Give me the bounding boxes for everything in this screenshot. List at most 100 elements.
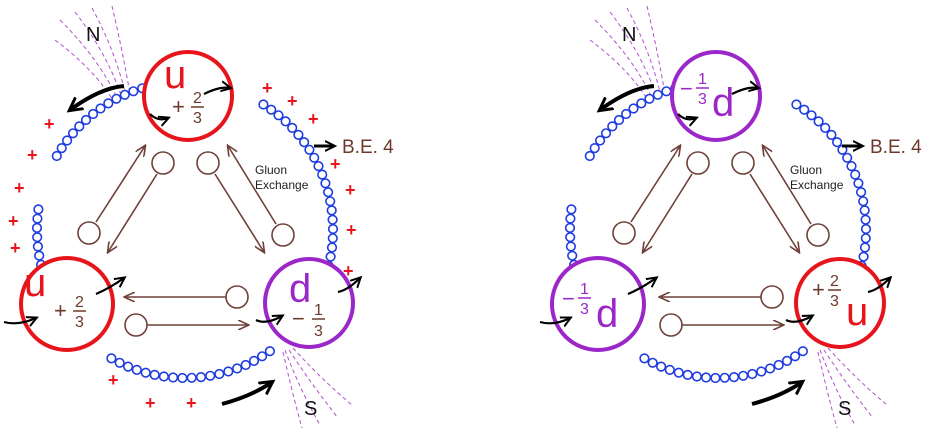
chain-bead [131,364,142,376]
gluon-arrow [95,146,145,223]
plus-sign: + [14,178,25,198]
quark-circle-top [142,50,234,142]
chain-bead [781,355,793,367]
chain-bead [820,122,831,133]
gluon-label: Exchange [790,178,844,192]
gluon-ball [612,221,636,245]
gluon-label: Exchange [255,178,309,192]
chain-bead [853,178,864,189]
gluon-arrow [643,173,693,252]
chain-bead [106,353,117,364]
chain-bead [67,128,79,139]
neutron-diagram: Gluon Exchange − 1 3 d − 1 3 d + 2 3 u [539,5,922,429]
plus-sign: + [330,154,341,174]
charge-sign: − [680,76,693,101]
chain-bead [799,104,810,115]
chain-bead [673,367,684,378]
quark-letter: d [289,267,311,311]
chain-bead [565,241,577,252]
chain-bead [304,144,315,155]
gluon-arrow [763,146,812,225]
plus-sign: + [262,78,273,98]
chain-bead [806,110,817,121]
gluon-arrow [228,146,277,225]
gluon-ball [731,151,755,175]
chain-bead [140,367,151,378]
spin-arrow [539,318,570,323]
chain-bead [846,161,857,172]
chain-bead [32,241,44,252]
north-label: N [622,24,636,46]
chain-bead [266,104,277,115]
chain-bead [326,242,338,253]
chain-bead [565,213,576,224]
north-label: N [86,24,100,46]
spin-arrow [627,278,656,296]
chain-bead [205,370,216,381]
quark-letter: u [846,290,868,334]
plus-sign: + [308,109,319,129]
chain-bead [858,251,869,262]
chain-bead [287,122,298,133]
chain-bead [567,250,578,261]
quark-circle-bottom-right [794,257,886,349]
plus-sign: + [186,393,197,413]
gluon-arrow [630,146,680,223]
chain-bead [691,371,703,382]
chain-bead [791,99,802,110]
chain-bead [647,357,658,368]
chain-bead [32,213,43,224]
gluon-ball [806,223,830,247]
rotation-arrow-top [70,84,125,110]
chain-bead [103,98,114,109]
chain-bead [700,372,712,383]
charge-denominator: 3 [830,293,839,310]
rotation-arrow-bottom [221,382,272,406]
chain-bead [566,204,577,215]
chain-bead [613,114,625,126]
chain-bead [789,351,801,362]
spin-arrow [731,88,758,95]
spin-arrow [337,278,360,294]
charge-denominator: 3 [314,323,323,340]
chain-bead [74,121,85,132]
chain-bead [850,169,861,180]
chain-bead [158,371,169,382]
chain-bead [128,86,139,97]
gluon-label: Gluon [790,163,822,177]
chain-bead [258,99,269,110]
chain-bead [293,129,304,140]
plus-sign: + [27,145,38,165]
spin-arrows [539,88,890,324]
chain-bead [240,359,251,371]
spin-arrow [3,318,36,323]
charge-denominator: 3 [193,110,202,127]
chain-bead [664,364,675,376]
spin-arrow [255,316,282,322]
chain-bead [719,372,730,383]
plus-signs: + + + + + + + + + + + + + + + [8,78,357,413]
charge-sign: − [562,286,575,311]
gluon-arrow [749,173,799,252]
chain-bead [860,233,871,244]
chain-bead [195,372,207,383]
spin-arrow [203,88,230,95]
chain-bead [325,196,336,207]
gluon-exchange-arrows [612,146,830,337]
chain-bead [747,368,758,380]
chain-bead [34,250,45,261]
gluon-arrow [214,173,264,252]
chain-bead [564,222,576,233]
spin-arrows [3,88,360,324]
chain-bead [661,86,672,97]
chain-bead [831,137,843,148]
spin-arrow [95,278,124,296]
chain-bead [186,372,197,383]
plus-sign: + [44,114,55,134]
south-label: S [838,398,851,420]
chain-bead [327,214,338,225]
chain-bead [589,143,600,154]
chain-bead [327,223,339,235]
